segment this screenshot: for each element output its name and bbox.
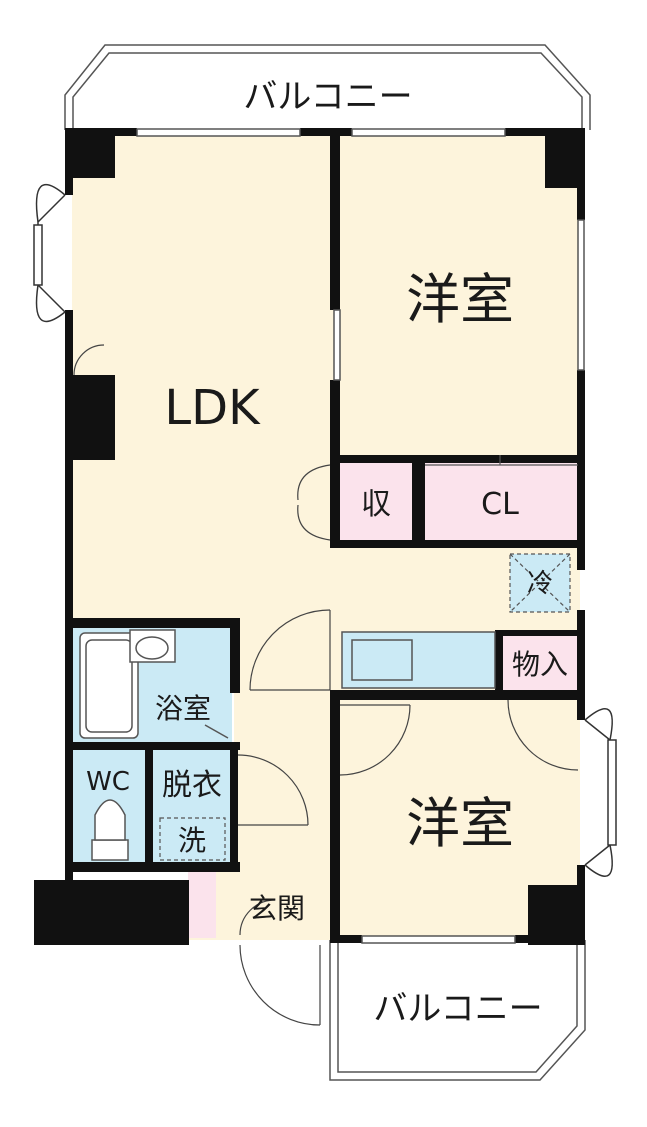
fridge-space — [509, 553, 571, 613]
closet-label: CL — [481, 487, 519, 522]
walls — [34, 128, 585, 945]
toilet-bowl — [91, 799, 129, 861]
western-room-1-floor — [340, 135, 580, 460]
washer-space — [159, 817, 226, 861]
windows — [136, 128, 585, 944]
balcony-bottom-label: バルコニー — [373, 989, 542, 1029]
entrance-shoe-box — [188, 872, 216, 938]
kitchen-counter — [341, 631, 496, 689]
toilet-label: WC — [86, 767, 130, 797]
balcony-top — [64, 44, 591, 130]
entrance-label: 玄関 — [249, 892, 305, 925]
balcony-bottom — [329, 940, 586, 1081]
bay-window-left — [33, 184, 66, 323]
storage-floor — [340, 462, 412, 540]
storeroom-floor — [500, 634, 580, 692]
western-room-2-label: 洋室 — [406, 792, 514, 855]
dressing-label: 脱衣 — [162, 768, 222, 803]
floors — [72, 135, 580, 940]
bay-window-right — [584, 708, 617, 877]
fridge-label: 冷 — [527, 569, 553, 599]
storage-label: 収 — [361, 487, 391, 522]
balcony-top-label: バルコニー — [243, 77, 412, 117]
closet-rod — [425, 455, 578, 466]
ldk-label: LDK — [164, 380, 261, 436]
washbasin — [129, 629, 229, 739]
doors — [73, 344, 579, 1026]
bathtub — [79, 632, 139, 739]
washer-label: 洗 — [178, 824, 206, 857]
closet-floor — [425, 462, 580, 540]
western-room-1-label: 洋室 — [406, 268, 514, 331]
bathroom-label: 浴室 — [155, 692, 211, 725]
storeroom-label: 物入 — [512, 648, 568, 681]
